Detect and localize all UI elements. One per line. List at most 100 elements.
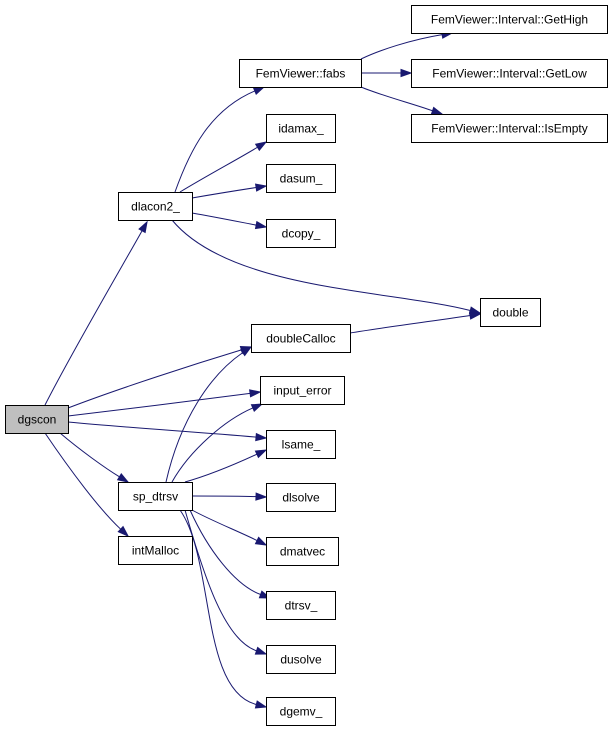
arrowhead — [254, 646, 268, 655]
node-label: dmatvec — [280, 545, 325, 559]
node-sp_dtrsv[interactable]: sp_dtrsv — [118, 482, 193, 511]
node-label: double — [492, 306, 528, 320]
node-dgscon[interactable]: dgscon — [5, 405, 69, 434]
edge-line — [44, 230, 143, 406]
node-lsame[interactable]: lsame_ — [266, 430, 336, 459]
node-getlow[interactable]: FemViewer::Interval::GetLow — [411, 59, 608, 88]
node-box — [260, 376, 345, 405]
arrowhead — [430, 106, 444, 115]
edge-line — [179, 146, 258, 193]
edge-doubleCalloc-to-double — [349, 311, 482, 334]
node-label: dusolve — [280, 653, 322, 667]
edge-line — [360, 86, 433, 112]
arrowhead — [249, 389, 262, 398]
node-label: intMalloc — [132, 544, 179, 558]
arrowhead — [400, 68, 413, 78]
node-dusolve[interactable]: dusolve — [266, 645, 336, 674]
node-isempty[interactable]: FemViewer::Interval::IsEmpty — [411, 114, 608, 143]
node-dlsolve[interactable]: dlsolve — [266, 483, 336, 512]
node-idamax[interactable]: idamax_ — [266, 114, 336, 143]
node-box — [251, 324, 351, 353]
node-gethigh[interactable]: FemViewer::Interval::GetHigh — [411, 5, 608, 34]
edge-line — [165, 352, 244, 483]
edge-line — [171, 219, 471, 312]
edge-line — [59, 432, 120, 478]
edge-dlacon2-to-idamax — [179, 141, 268, 193]
node-doubleCalloc[interactable]: doubleCalloc — [251, 324, 351, 353]
edge-sp_dtrsv-to-dgemv — [179, 509, 268, 709]
node-box — [266, 164, 336, 193]
node-dcopy[interactable]: dcopy_ — [266, 219, 336, 248]
node-box — [411, 5, 608, 34]
arrowhead — [254, 220, 268, 230]
edge-dgscon-to-intMalloc — [44, 432, 130, 538]
node-box — [266, 645, 336, 674]
edge-line — [67, 392, 251, 417]
node-label: FemViewer::Interval::IsEmpty — [431, 122, 588, 136]
node-box — [118, 536, 193, 565]
edge-line — [191, 495, 257, 498]
edge-dgscon-to-sp_dtrsv — [59, 432, 130, 483]
edge-line — [174, 90, 255, 193]
edges-layer — [44, 30, 482, 709]
node-label: dtrsv_ — [285, 599, 318, 613]
edge-line — [67, 349, 242, 409]
node-box — [411, 59, 608, 88]
edge-dlacon2-to-dasum — [191, 183, 268, 199]
node-box — [266, 219, 336, 248]
edge-fabs-to-isempty — [360, 86, 444, 115]
node-label: dgscon — [18, 413, 57, 427]
arrowhead — [254, 449, 268, 459]
arrowhead — [254, 183, 268, 192]
edge-sp_dtrsv-to-dmatvec — [191, 509, 268, 546]
node-intMalloc[interactable]: intMalloc — [118, 536, 193, 565]
edge-sp_dtrsv-to-input_error — [171, 403, 264, 483]
node-dlacon2[interactable]: dlacon2_ — [118, 192, 193, 221]
node-input_error[interactable]: input_error — [260, 376, 345, 405]
node-label: doubleCalloc — [266, 332, 335, 346]
arrowhead — [239, 346, 253, 357]
node-box — [266, 114, 336, 143]
node-dgemv[interactable]: dgemv_ — [266, 697, 336, 726]
node-box — [239, 59, 362, 88]
arrowhead — [254, 700, 268, 709]
node-dasum[interactable]: dasum_ — [266, 164, 336, 193]
node-label: dasum_ — [280, 172, 323, 186]
edge-line — [191, 212, 257, 226]
edge-line — [67, 421, 257, 438]
edge-dgscon-to-dlacon2 — [44, 220, 148, 406]
edge-fabs-to-gethigh — [360, 30, 454, 60]
node-double[interactable]: double — [480, 298, 541, 327]
node-fabs[interactable]: FemViewer::fabs — [239, 59, 362, 88]
edge-dgscon-to-input_error — [67, 389, 262, 417]
arrowhead — [254, 141, 268, 152]
node-dtrsv[interactable]: dtrsv_ — [266, 591, 336, 620]
node-label: FemViewer::Interval::GetHigh — [431, 13, 588, 27]
node-label: dgemv_ — [280, 705, 323, 719]
node-box — [5, 405, 69, 434]
nodes-layer: dgscon dlacon2_ sp_dtrsv intMalloc FemViewer… — [5, 5, 608, 726]
node-label: FemViewer::Interval::GetLow — [432, 67, 587, 81]
edge-line — [189, 509, 261, 595]
node-label: dlsolve — [282, 491, 320, 505]
node-dmatvec[interactable]: dmatvec — [266, 537, 339, 566]
edge-line — [191, 509, 258, 541]
arrowhead — [255, 492, 268, 501]
node-box — [266, 483, 336, 512]
arrowhead — [254, 536, 268, 546]
edge-sp_dtrsv-to-dtrsv — [189, 509, 272, 599]
node-box — [266, 537, 339, 566]
node-box — [266, 591, 336, 620]
edge-sp_dtrsv-to-dlsolve — [191, 492, 268, 501]
edge-line — [179, 509, 257, 705]
node-label: dlacon2_ — [131, 200, 180, 214]
node-box — [118, 192, 193, 221]
node-label: FemViewer::fabs — [256, 67, 346, 81]
node-label: input_error — [273, 384, 331, 398]
edge-dgscon-to-doubleCalloc — [67, 346, 253, 409]
edge-line — [171, 407, 254, 483]
node-label: idamax_ — [278, 122, 324, 136]
arrowhead — [117, 525, 130, 538]
node-label: dcopy_ — [282, 227, 321, 241]
node-box — [266, 697, 336, 726]
